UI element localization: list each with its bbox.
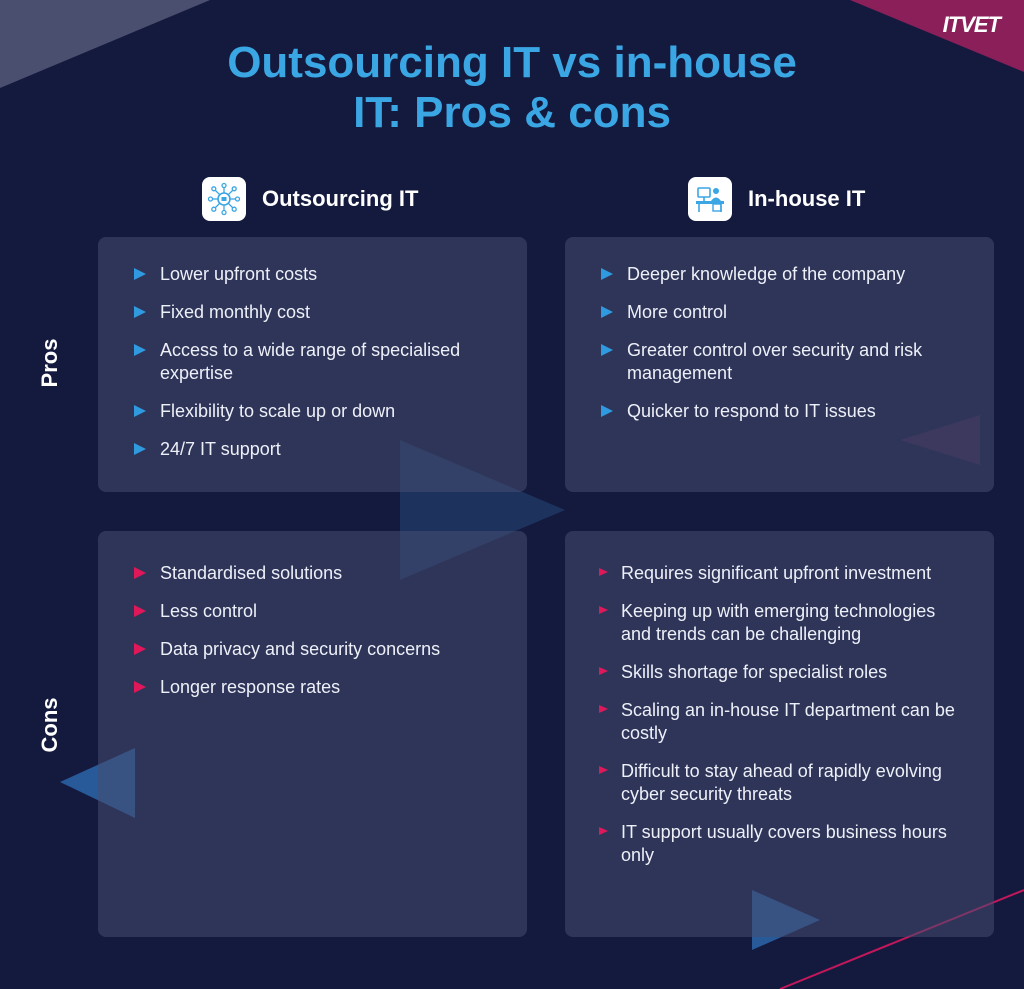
inhouse-cons-list: Requires significant upfront investment … (599, 562, 970, 867)
list-item: Access to a wide range of specialised ex… (134, 339, 497, 385)
list-item: Standardised solutions (134, 562, 497, 585)
list-item: Less control (134, 600, 497, 623)
triangle-bullet-icon (601, 306, 613, 318)
triangle-bullet-icon (134, 443, 146, 455)
triangle-bullet-icon (599, 827, 608, 835)
list-item: 24/7 IT support (134, 438, 497, 461)
column-label-inhouse: In-house IT (748, 186, 866, 211)
triangle-bullet-icon (599, 705, 608, 713)
triangle-bullet-icon (601, 268, 613, 280)
top-left-triangle (0, 0, 210, 88)
outsourcing-pros-list: Lower upfront costs Fixed monthly cost A… (134, 263, 497, 461)
list-item: Data privacy and security concerns (134, 638, 497, 661)
list-item: Difficult to stay ahead of rapidly evolv… (599, 760, 970, 806)
list-item: Keeping up with emerging technologies an… (599, 600, 970, 646)
network-hub-icon (202, 177, 246, 221)
list-item: Quicker to respond to IT issues (601, 400, 964, 423)
top-right-triangle (850, 0, 1024, 72)
list-item: Requires significant upfront investment (599, 562, 970, 585)
list-item: Greater control over security and risk m… (601, 339, 964, 385)
brand-logo: ITVET (942, 12, 1001, 37)
triangle-bullet-icon (601, 344, 613, 356)
outsourcing-cons-list: Standardised solutions Less control Data… (134, 562, 497, 699)
list-item: Lower upfront costs (134, 263, 497, 286)
row-label-pros: Pros (37, 338, 62, 388)
triangle-bullet-icon (599, 667, 608, 675)
column-header-inhouse: In-house IT (688, 176, 865, 222)
inhouse-pros-card: Deeper knowledge of the company More con… (565, 237, 994, 492)
triangle-bullet-icon (134, 681, 146, 693)
list-item: Longer response rates (134, 676, 497, 699)
triangle-bullet-icon (134, 405, 146, 417)
inhouse-cons-card: Requires significant upfront investment … (565, 531, 994, 937)
title-line-2: IT: Pros & cons (353, 88, 671, 137)
row-label-cons: Cons (37, 697, 62, 753)
triangle-bullet-icon (134, 643, 146, 655)
column-header-outsourcing: Outsourcing IT (202, 176, 418, 222)
triangle-bullet-icon (134, 605, 146, 617)
outsourcing-pros-card: Lower upfront costs Fixed monthly cost A… (98, 237, 527, 492)
triangle-bullet-icon (134, 268, 146, 280)
list-item: Flexibility to scale up or down (134, 400, 497, 423)
list-item: Fixed monthly cost (134, 301, 497, 324)
desk-worker-icon (688, 177, 732, 221)
list-item: More control (601, 301, 964, 324)
list-item: IT support usually covers business hours… (599, 821, 970, 867)
list-item: Skills shortage for specialist roles (599, 661, 970, 684)
triangle-bullet-icon (599, 606, 608, 614)
title-line-1: Outsourcing IT vs in-house (227, 38, 797, 87)
list-item: Deeper knowledge of the company (601, 263, 964, 286)
outsourcing-cons-card: Standardised solutions Less control Data… (98, 531, 527, 937)
triangle-bullet-icon (599, 568, 608, 576)
triangle-bullet-icon (601, 405, 613, 417)
triangle-bullet-icon (134, 344, 146, 356)
triangle-bullet-icon (134, 567, 146, 579)
column-label-outsourcing: Outsourcing IT (262, 186, 419, 211)
list-item: Scaling an in-house IT department can be… (599, 699, 970, 745)
page-title: Outsourcing IT vs in-house IT: Pros & co… (0, 38, 1024, 138)
triangle-bullet-icon (599, 766, 608, 774)
inhouse-pros-list: Deeper knowledge of the company More con… (601, 263, 964, 423)
triangle-bullet-icon (134, 306, 146, 318)
